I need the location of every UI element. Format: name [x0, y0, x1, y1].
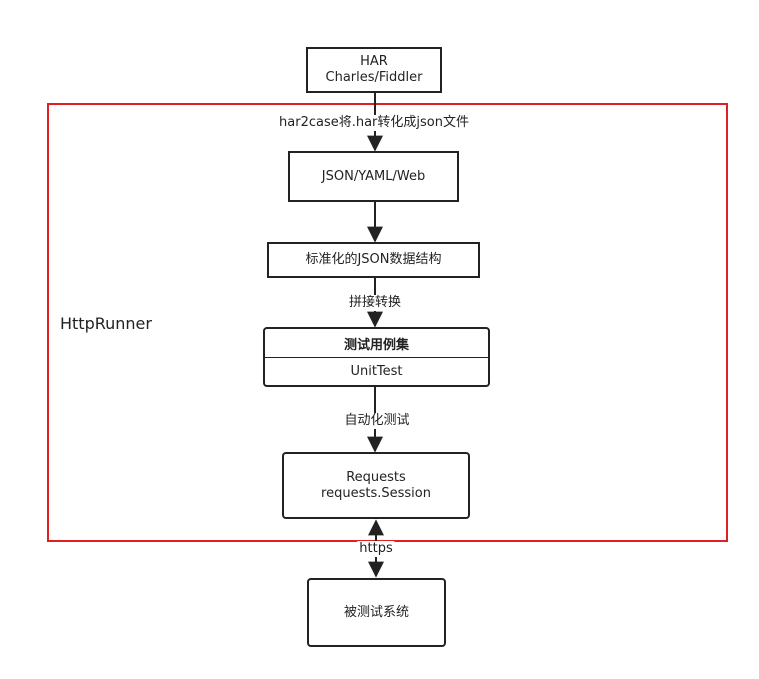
source-node-line2: Charles/Fiddler [325, 70, 423, 85]
container-label: HttpRunner [60, 314, 152, 333]
system-node-label: 被测试系统 [343, 604, 409, 620]
testcase-node-title: 测试用例集 [265, 329, 488, 358]
edge-label-automate: 自动化测试 [342, 413, 412, 429]
system-node: 被测试系统 [307, 578, 446, 647]
normalized-node-label: 标准化的JSON数据结构 [305, 252, 442, 267]
edge-label-har2case: har2case将.har转化成json文件 [277, 115, 471, 131]
source-node: HAR Charles/Fiddler [306, 47, 442, 93]
requests-node: Requests requests.Session [282, 452, 470, 519]
testcase-node-body: UnitTest [350, 364, 403, 379]
normalized-node: 标准化的JSON数据结构 [267, 242, 480, 278]
formats-node-label: JSON/YAML/Web [321, 168, 426, 184]
formats-node: JSON/YAML/Web [288, 151, 459, 202]
edge-label-https: https [357, 541, 395, 557]
edge-label-splice: 拼接转换 [346, 295, 404, 311]
requests-node-line2: requests.Session [321, 485, 431, 501]
testcase-node: 测试用例集 UnitTest [263, 327, 490, 387]
requests-node-line1: Requests [346, 469, 406, 485]
source-node-line1: HAR [360, 54, 388, 69]
